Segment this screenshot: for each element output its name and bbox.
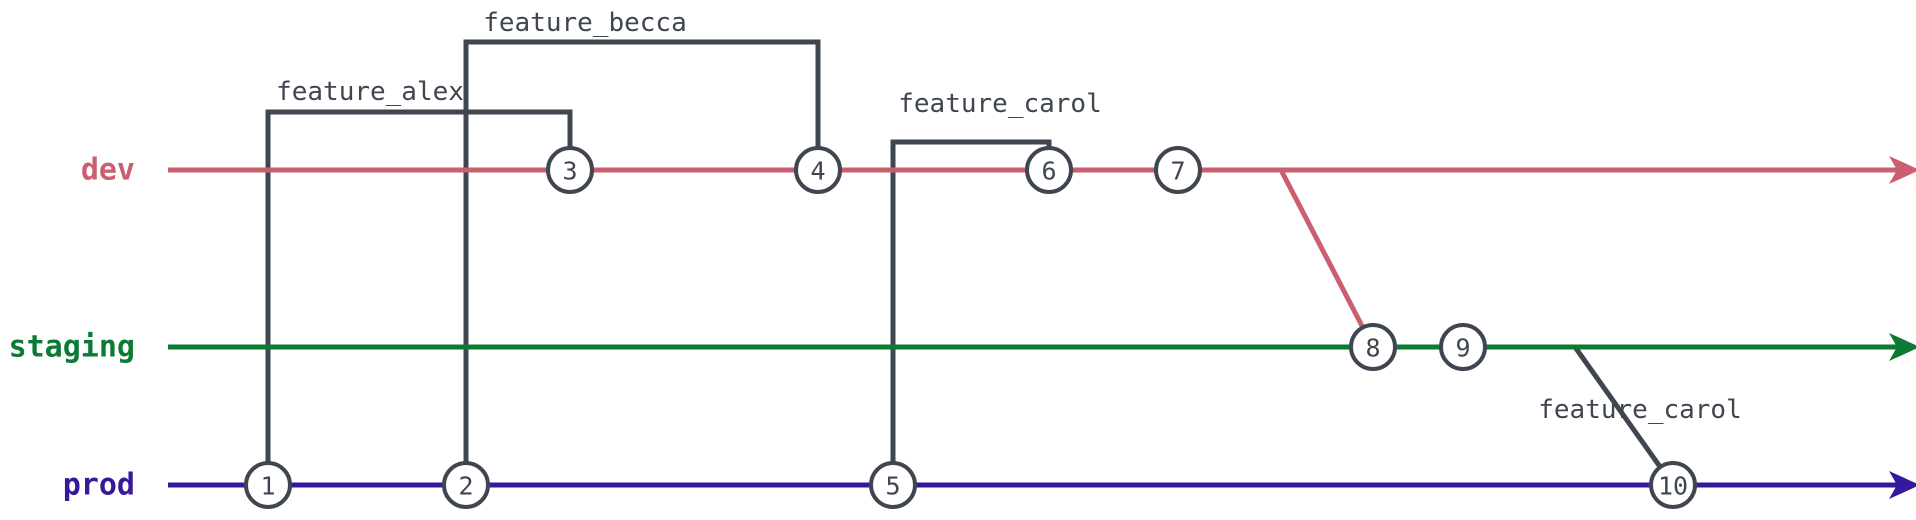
merge-paths: [1278, 168, 1376, 349]
commit-label-4: 4: [810, 157, 825, 186]
commit-circle-7[interactable]: [1154, 146, 1202, 194]
commit-label-5: 5: [885, 472, 900, 501]
commit-label-8: 8: [1365, 334, 1380, 363]
commit-node-3[interactable]: 3: [546, 146, 594, 194]
feature-branch-path-carol-merge: [1572, 345, 1676, 487]
feature-label-alex: feature_alex: [276, 77, 464, 107]
commit-node-1[interactable]: 1: [244, 461, 292, 509]
commit-node-6[interactable]: 6: [1025, 146, 1073, 194]
commit-circle-9[interactable]: [1439, 323, 1487, 371]
feature-label-becca: feature_becca: [483, 8, 687, 38]
commit-circle-6[interactable]: [1025, 146, 1073, 194]
feature-label-carol-merge: feature_carol: [1538, 395, 1742, 425]
commit-node-9[interactable]: 9: [1439, 323, 1487, 371]
commit-circle-2[interactable]: [442, 461, 490, 509]
commit-label-3: 3: [562, 157, 577, 186]
commit-label-2: 2: [458, 472, 473, 501]
commit-circle-3[interactable]: [546, 146, 594, 194]
commit-node-7[interactable]: 7: [1154, 146, 1202, 194]
feature-branch-path-carol: [890, 139, 1052, 485]
feature-branch-paths: [265, 39, 1676, 487]
commit-node-2[interactable]: 2: [442, 461, 490, 509]
commit-circle-4[interactable]: [794, 146, 842, 194]
commit-circle-8[interactable]: [1349, 323, 1397, 371]
commit-circle-10[interactable]: [1649, 461, 1697, 509]
commit-label-9: 9: [1455, 334, 1470, 363]
branch-label-staging: staging: [9, 330, 135, 365]
commit-nodes: 1 2 3 4 5 6 7 8 9 10: [244, 146, 1697, 509]
branch-labels: dev staging prod: [9, 153, 135, 503]
commit-node-4[interactable]: 4: [794, 146, 842, 194]
commit-node-8[interactable]: 8: [1349, 323, 1397, 371]
commit-node-5[interactable]: 5: [869, 461, 917, 509]
feature-label-carol: feature_carol: [898, 89, 1102, 119]
commit-label-6: 6: [1041, 157, 1056, 186]
commit-circle-5[interactable]: [869, 461, 917, 509]
commit-node-10[interactable]: 10: [1649, 461, 1697, 509]
branch-label-dev: dev: [81, 153, 135, 188]
commit-label-7: 7: [1170, 157, 1185, 186]
feature-branch-labels: feature_alex feature_becca feature_carol…: [276, 8, 1742, 425]
feature-branch-path-alex: [265, 109, 573, 485]
merge-line-dev-to-staging: [1278, 168, 1376, 349]
branch-label-prod: prod: [63, 468, 135, 503]
commit-circle-1[interactable]: [244, 461, 292, 509]
feature-branch-path-becca: [463, 39, 821, 485]
commit-label-1: 1: [260, 472, 275, 501]
commit-label-10: 10: [1658, 472, 1688, 501]
